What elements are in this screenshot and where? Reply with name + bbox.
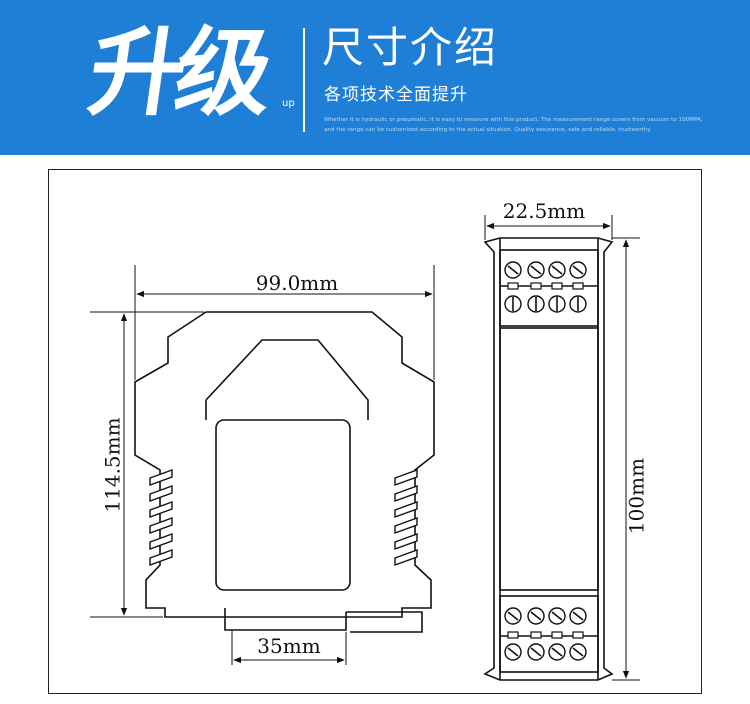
front-view bbox=[134, 311, 435, 633]
left-vent-slots bbox=[149, 469, 173, 566]
top-terminal-block bbox=[499, 249, 599, 327]
header-banner: 升级 up 尺寸介绍 各项技术全面提升 Whether it is hydrau… bbox=[0, 0, 750, 155]
front-window bbox=[215, 419, 351, 591]
fine-print-line-1: Whether it is hydraulic or pneumatic, it… bbox=[324, 117, 703, 123]
width-label: 99.0mm bbox=[256, 271, 338, 295]
side-width-label: 22.5mm bbox=[503, 199, 585, 223]
header-divider bbox=[303, 28, 305, 132]
page-subtitle: 各项技术全面提升 bbox=[324, 85, 468, 105]
terminal-screws bbox=[504, 261, 587, 661]
logo-superscript: up bbox=[282, 98, 295, 109]
drawing-frame bbox=[48, 169, 702, 694]
bottom-terminal-block bbox=[499, 595, 599, 673]
right-vent-slots bbox=[394, 469, 418, 566]
front-body-outline bbox=[134, 311, 435, 618]
side-height-label: 100mm bbox=[625, 458, 649, 534]
fine-print-line-2: and the range can be customized accordin… bbox=[324, 127, 651, 133]
rail-width-label: 35mm bbox=[257, 634, 320, 658]
din-rail-clip bbox=[224, 608, 347, 631]
height-label: 114.5mm bbox=[101, 417, 125, 512]
side-label-panel bbox=[499, 327, 599, 591]
front-top-trapezoid bbox=[205, 339, 369, 420]
page-title: 尺寸介绍 bbox=[322, 23, 499, 72]
fine-print: Whether it is hydraulic or pneumatic, it… bbox=[324, 115, 744, 135]
